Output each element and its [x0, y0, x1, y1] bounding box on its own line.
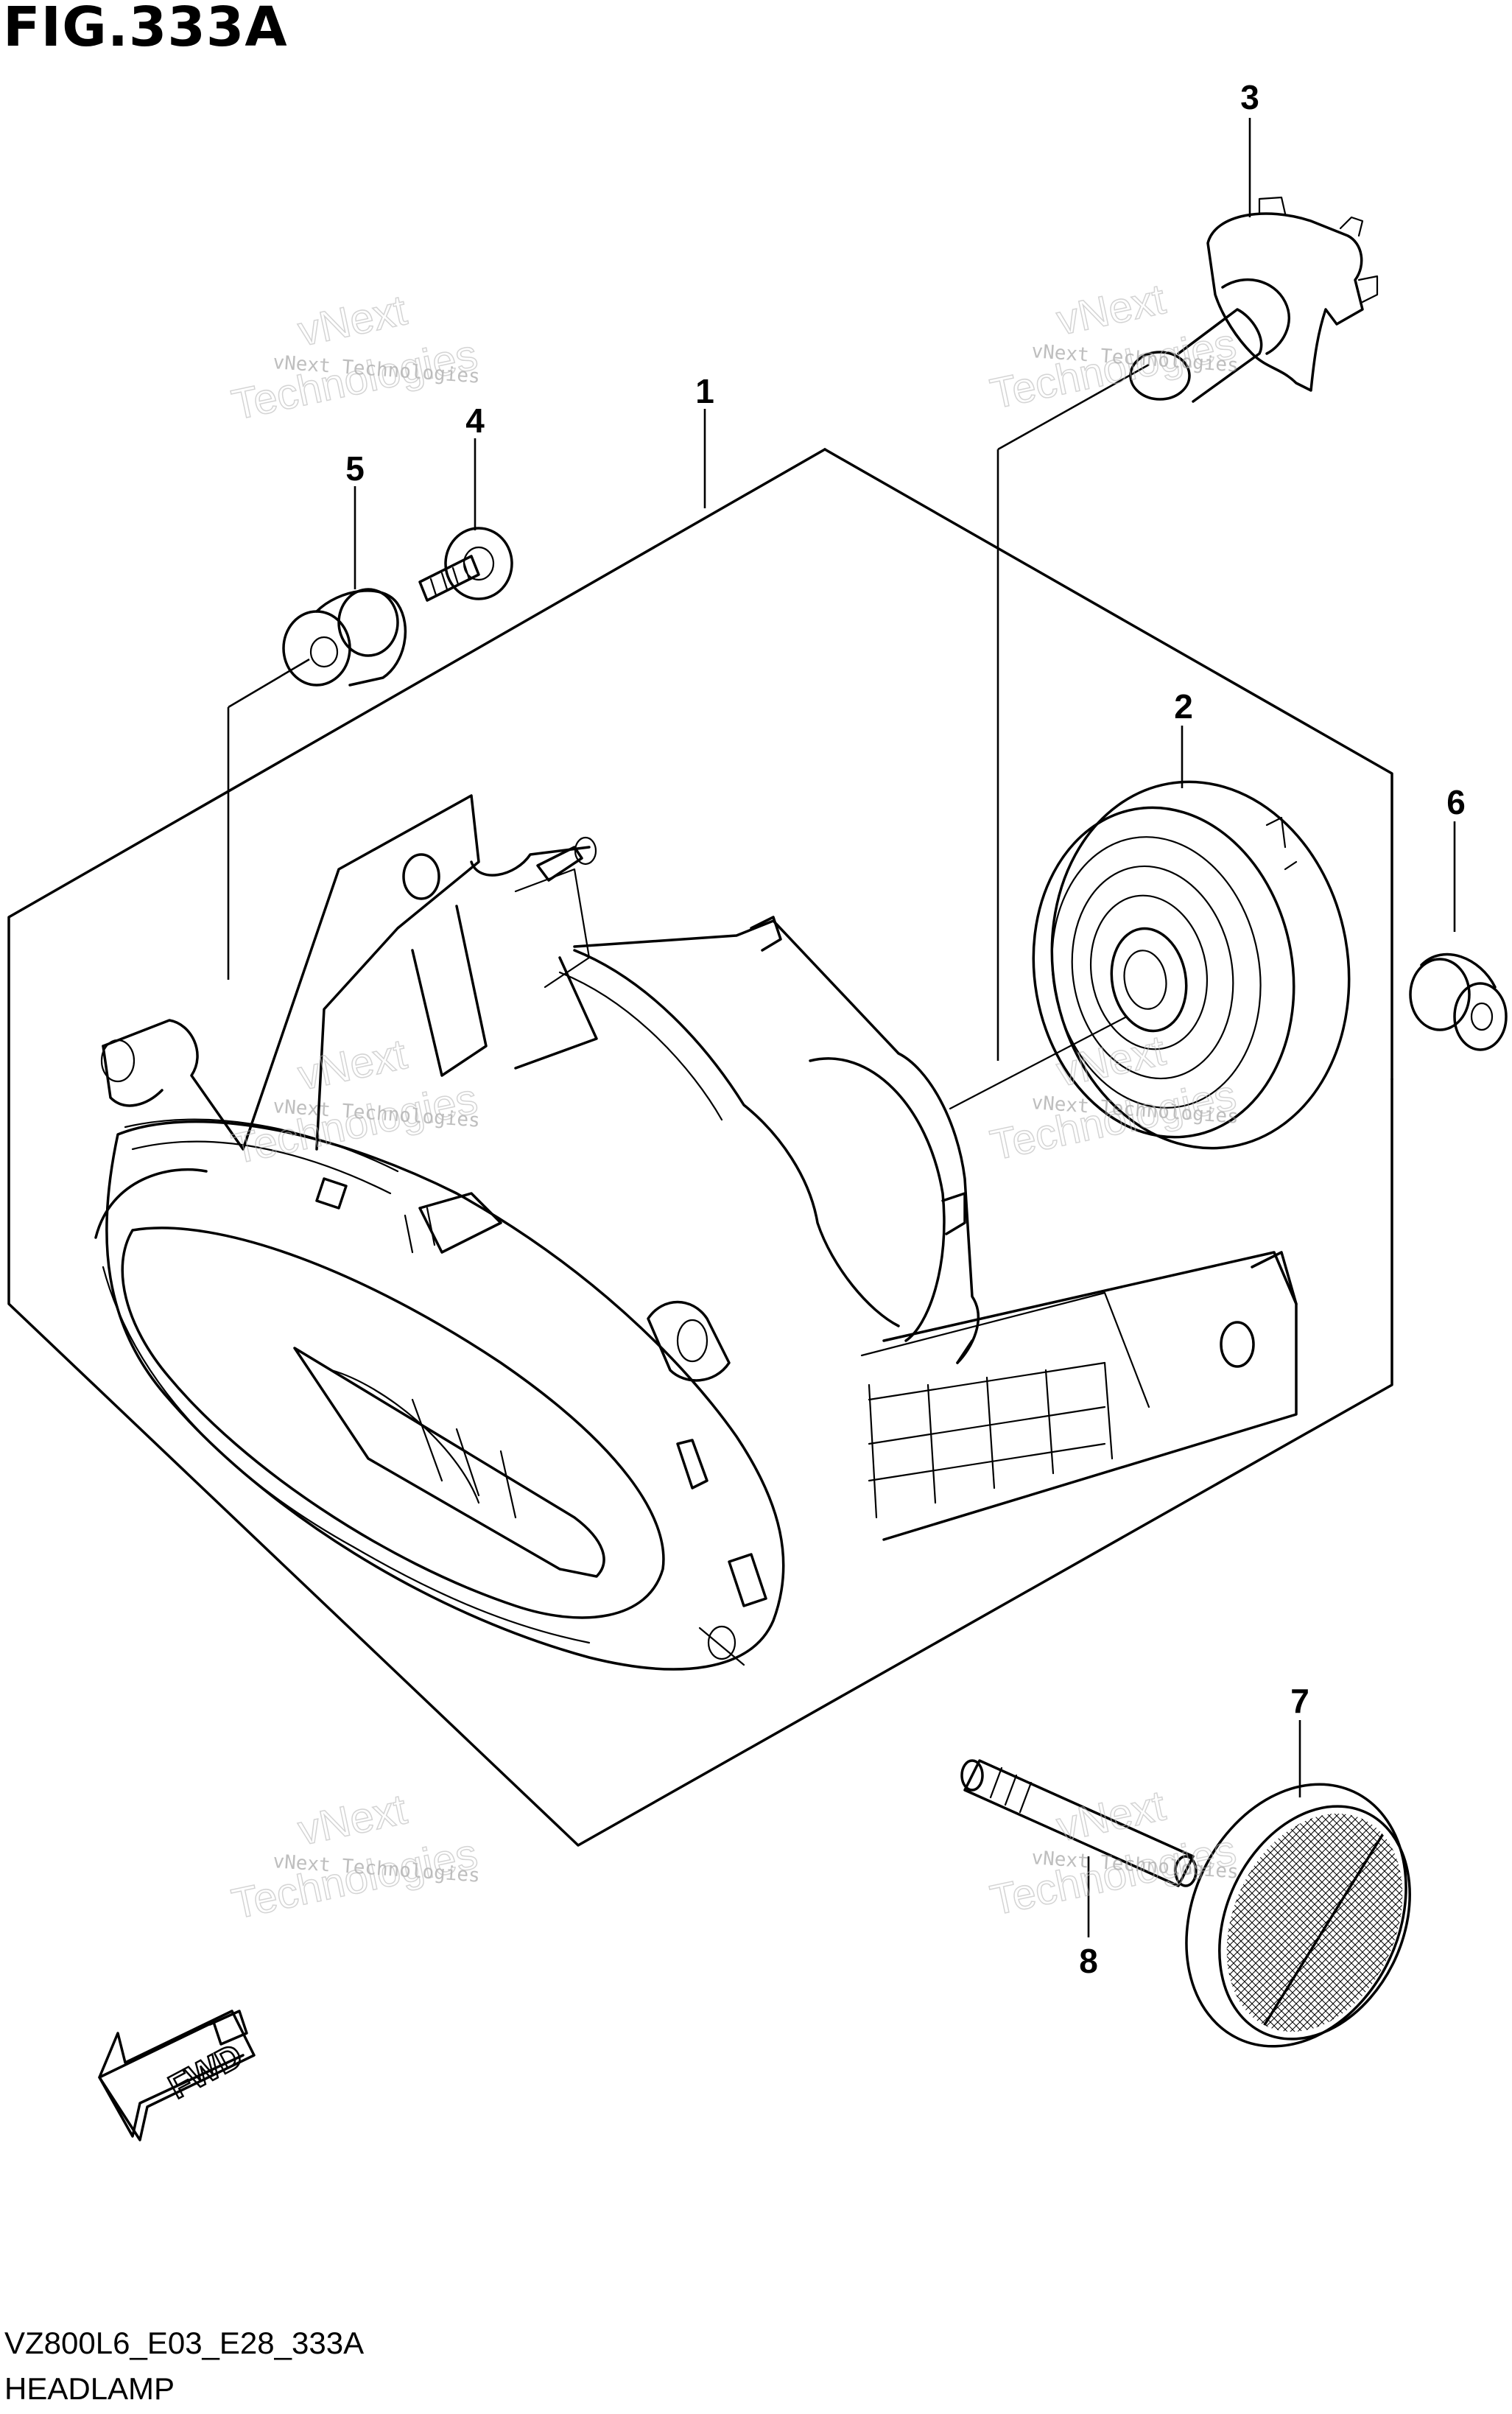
fwd-arrow: FWD — [98, 2010, 256, 2141]
figure-code: VZ800L6_E03_E28_333A — [4, 2326, 365, 2360]
reflector-part-7 — [1185, 1783, 1414, 2048]
callout-leaders — [354, 118, 1456, 1937]
svg-text:Technologies: Technologies — [228, 1830, 482, 1929]
grommet-part-6 — [1409, 952, 1508, 1051]
assembly-outline — [7, 363, 1393, 1847]
figure-name: HEADLAMP — [4, 2371, 175, 2406]
callout-2: 2 — [1174, 687, 1193, 726]
watermark: vNext Technologies vNext Technologies — [985, 1781, 1240, 1926]
bulb-part-3 — [1129, 196, 1379, 403]
callout-labels: 1 2 3 4 5 6 7 8 — [345, 78, 1466, 1980]
svg-text:Technologies: Technologies — [228, 1075, 482, 1173]
socket-boot-part-2 — [949, 780, 1351, 1150]
svg-text:Technologies: Technologies — [986, 320, 1240, 418]
headlamp-housing-part-1 — [94, 794, 1298, 1671]
svg-text:vNext: vNext — [294, 1030, 411, 1099]
svg-text:vNext: vNext — [1052, 1781, 1170, 1850]
callout-5: 5 — [345, 449, 365, 488]
callout-7: 7 — [1290, 1682, 1309, 1720]
callout-3: 3 — [1240, 78, 1259, 116]
figure-title: FIG.333A — [3, 0, 288, 59]
svg-text:vNext: vNext — [294, 286, 411, 355]
svg-text:Technologies: Technologies — [986, 1826, 1240, 1925]
svg-text:vNext: vNext — [294, 1785, 411, 1854]
watermark: vNext Technologies vNext Technologies — [985, 275, 1240, 419]
callout-6: 6 — [1446, 783, 1466, 821]
callout-1: 1 — [695, 372, 714, 410]
stud-part-8 — [960, 1759, 1198, 1887]
watermark: vNext Technologies vNext Technologies — [227, 1785, 482, 1929]
callout-8: 8 — [1079, 1942, 1098, 1980]
watermark: vNext Technologies vNext Technologies — [227, 286, 482, 430]
callout-4: 4 — [465, 401, 485, 440]
svg-text:Technologies: Technologies — [986, 1071, 1240, 1170]
watermarks: vNext Technologies vNext Technologies vN… — [227, 275, 1240, 1929]
screw-part-4 — [418, 527, 513, 602]
grommet-part-5 — [282, 588, 407, 687]
fwd-label: FWD — [162, 2036, 248, 2106]
svg-text:vNext: vNext — [1052, 275, 1170, 344]
svg-text:Technologies: Technologies — [228, 331, 482, 429]
